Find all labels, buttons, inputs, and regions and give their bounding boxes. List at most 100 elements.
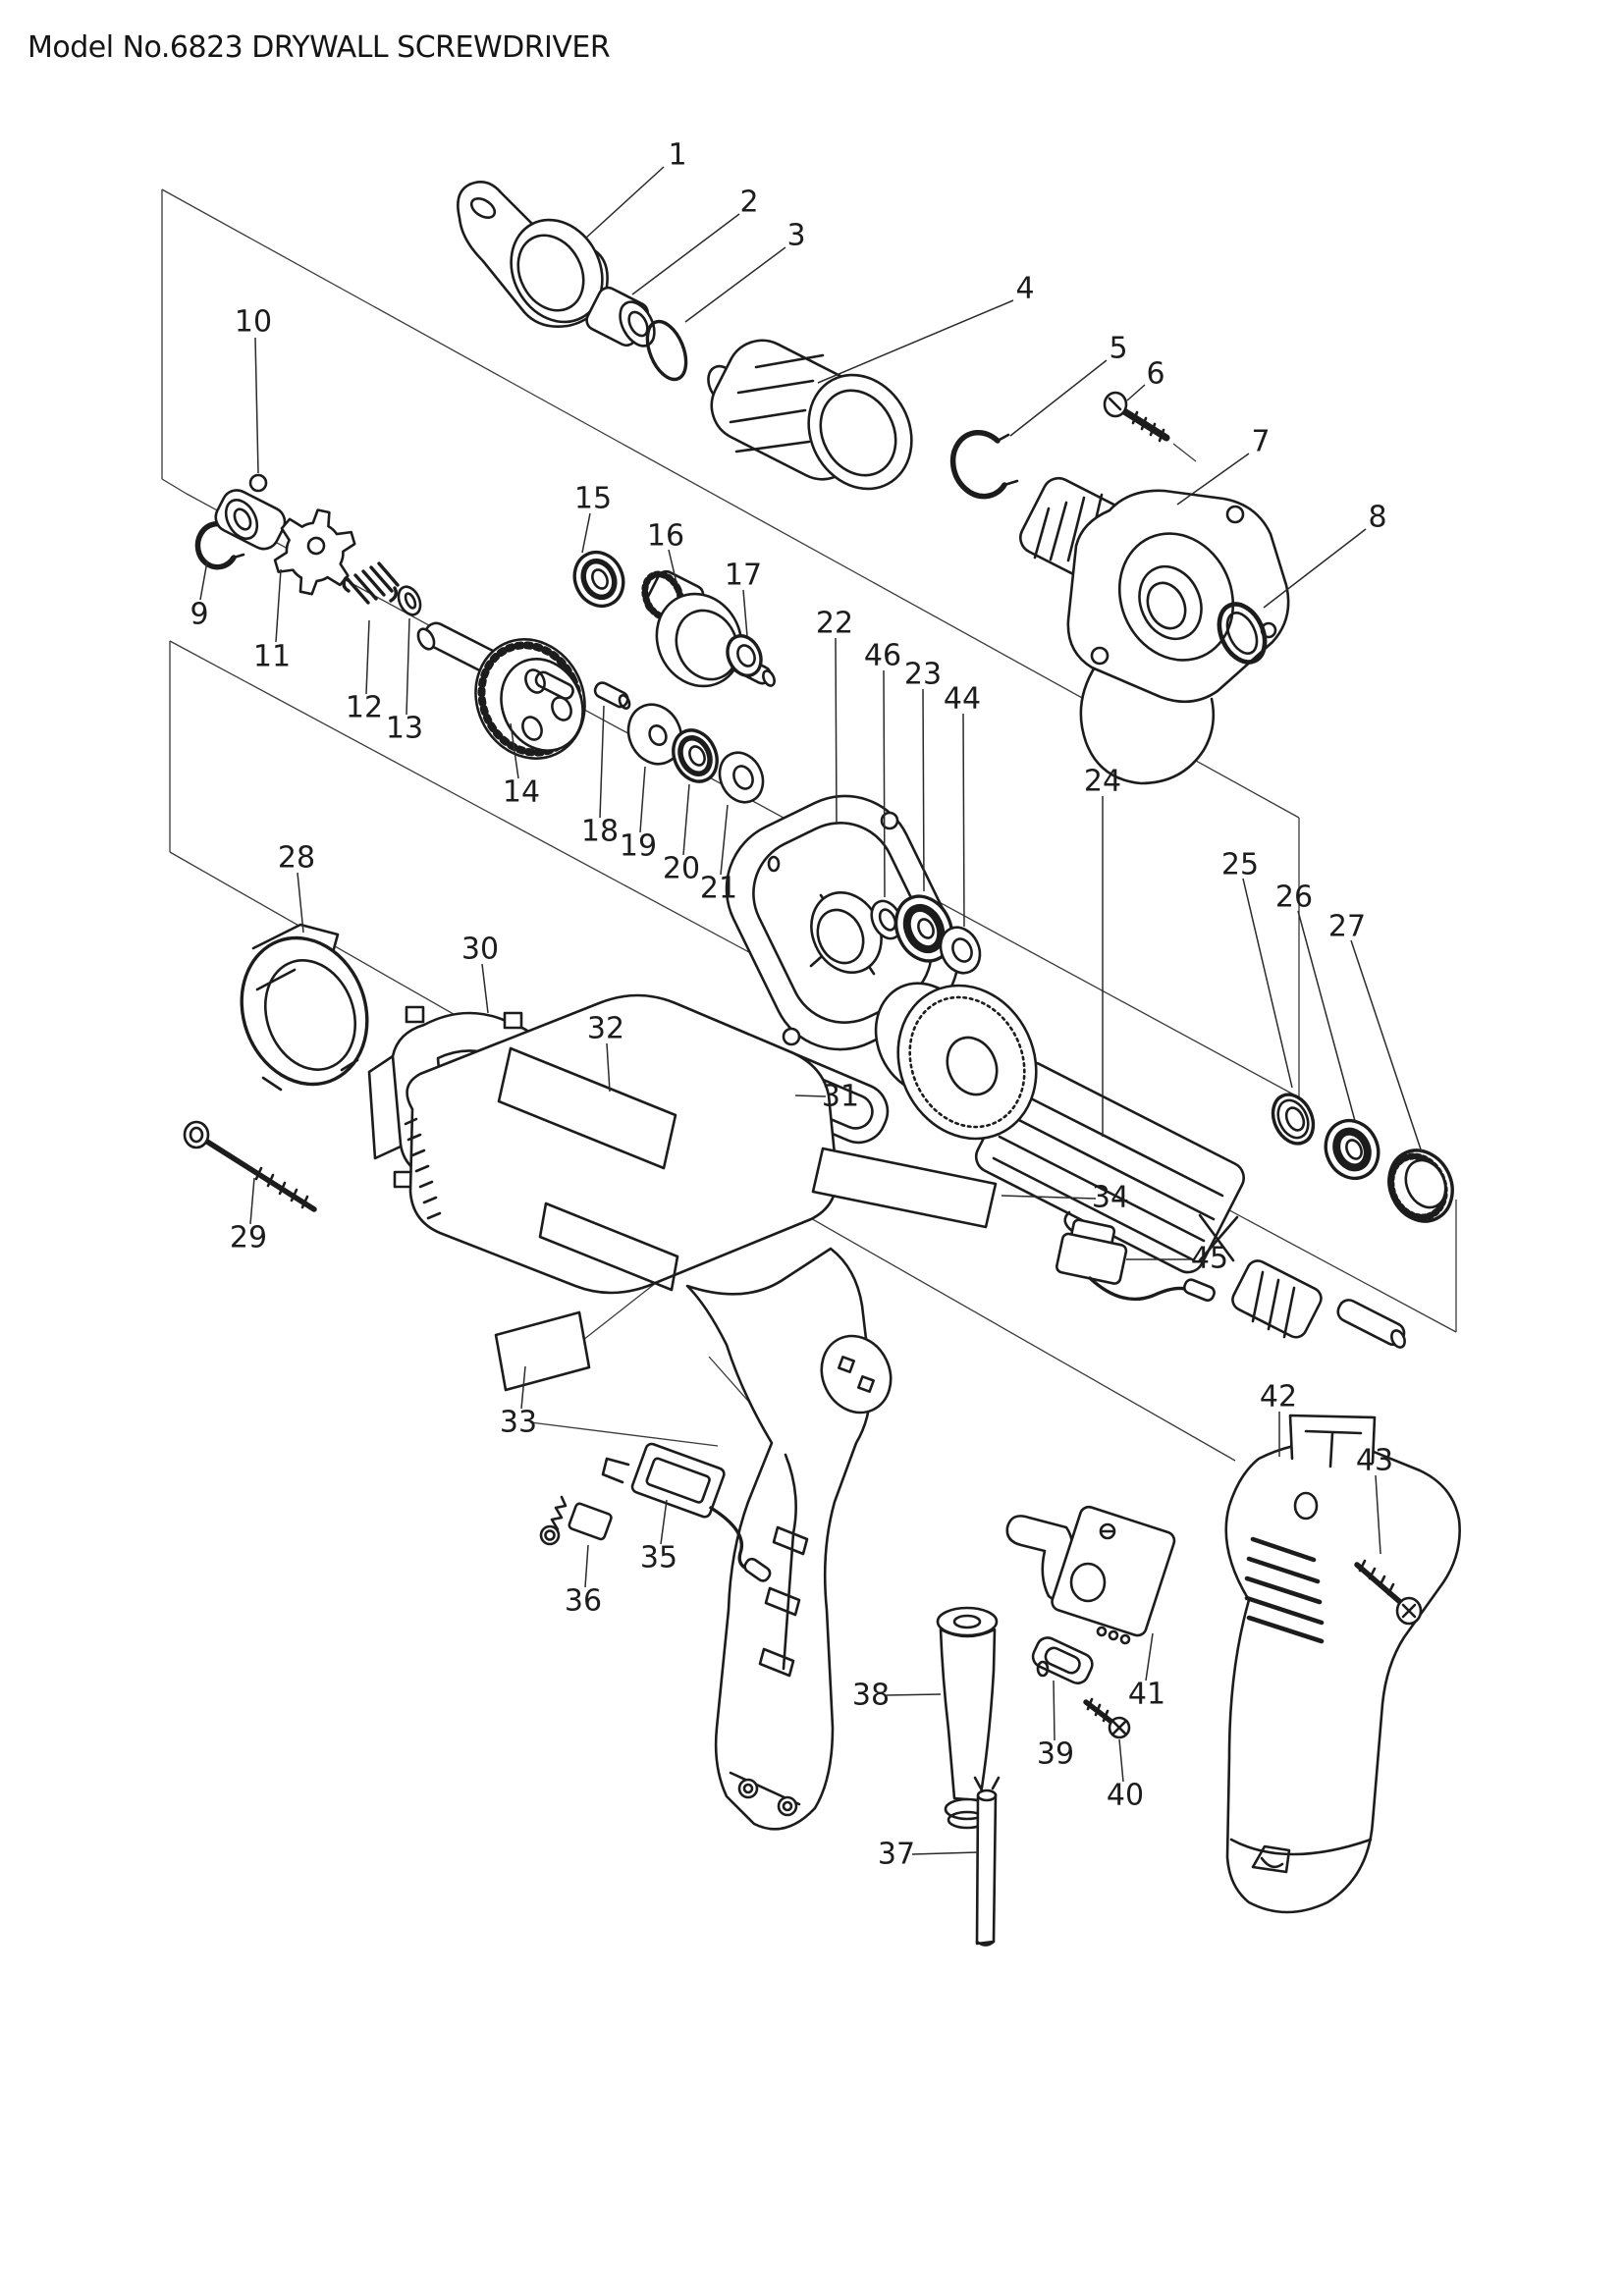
part-24-armature bbox=[874, 982, 1406, 1349]
callout-8: 8 bbox=[1263, 501, 1387, 609]
part-33-name-plate bbox=[494, 1310, 591, 1392]
part-number-30: 30 bbox=[461, 933, 499, 967]
leader-line-19 bbox=[639, 766, 646, 833]
callout-25: 25 bbox=[1221, 848, 1293, 1089]
callout-14: 14 bbox=[503, 722, 540, 810]
callout-43: 43 bbox=[1356, 1444, 1393, 1555]
callout-23: 23 bbox=[904, 658, 942, 892]
callout-31: 31 bbox=[794, 1080, 859, 1114]
part-number-40: 40 bbox=[1107, 1779, 1144, 1813]
callout-15: 15 bbox=[574, 482, 612, 554]
leader-line-29 bbox=[249, 1177, 255, 1225]
leader-line-34 bbox=[1001, 1195, 1097, 1200]
part-number-1: 1 bbox=[668, 138, 686, 173]
part-5-c-clip bbox=[949, 429, 1019, 500]
leader-line-4 bbox=[817, 299, 1014, 384]
leader-line-26 bbox=[1297, 910, 1356, 1122]
callout-42: 42 bbox=[1260, 1380, 1297, 1457]
part-22-bearing-box bbox=[725, 794, 960, 1051]
leader-line-16 bbox=[668, 549, 677, 584]
callout-39: 39 bbox=[1037, 1680, 1074, 1772]
leader-line-17 bbox=[742, 589, 748, 637]
leader-line-30 bbox=[481, 963, 489, 1014]
part-number-9: 9 bbox=[189, 598, 208, 632]
part-25-washer bbox=[1271, 1093, 1316, 1146]
callout-41: 41 bbox=[1128, 1632, 1165, 1712]
part-36-carbon-brush bbox=[539, 1495, 613, 1546]
part-number-7: 7 bbox=[1251, 425, 1270, 459]
part-number-46: 46 bbox=[864, 639, 901, 673]
construction-line-4 bbox=[161, 478, 188, 495]
part-44-washer bbox=[939, 926, 982, 975]
part-43-screw bbox=[1354, 1559, 1423, 1626]
part-number-2: 2 bbox=[739, 186, 758, 220]
leader-line-37 bbox=[911, 1851, 979, 1855]
callout-29: 29 bbox=[230, 1177, 267, 1255]
part-23-ball-bearing bbox=[893, 894, 954, 963]
part-number-42: 42 bbox=[1260, 1380, 1297, 1415]
part-number-28: 28 bbox=[278, 841, 315, 876]
callout-44: 44 bbox=[944, 682, 981, 928]
leader-line-39 bbox=[1053, 1680, 1056, 1741]
part-42-handle-cover bbox=[1224, 1414, 1461, 1914]
part-37-cord bbox=[973, 1776, 1001, 1947]
part-14-spindle-gear bbox=[416, 621, 586, 760]
leader-line-28 bbox=[297, 872, 304, 934]
leader-line-40 bbox=[1118, 1738, 1124, 1783]
callout-26: 26 bbox=[1275, 881, 1356, 1122]
part-1-nose-locator bbox=[457, 181, 609, 328]
callout-17: 17 bbox=[725, 559, 762, 637]
callout-9: 9 bbox=[189, 561, 209, 632]
callout-40: 40 bbox=[1107, 1738, 1144, 1813]
callout-32: 32 bbox=[587, 1012, 624, 1093]
callout-4: 4 bbox=[817, 272, 1035, 384]
part-2-bushing bbox=[585, 286, 656, 347]
callout-16: 16 bbox=[647, 519, 684, 584]
callout-35: 35 bbox=[640, 1499, 677, 1575]
part-16-gear bbox=[641, 569, 776, 688]
leader-line-41 bbox=[1145, 1632, 1154, 1682]
callout-18: 18 bbox=[581, 705, 619, 849]
leader-line-23 bbox=[922, 688, 925, 892]
part-19-flat-washer bbox=[626, 703, 683, 766]
part-8-ring bbox=[1217, 602, 1268, 665]
callout-19: 19 bbox=[620, 766, 657, 864]
leader-line-11 bbox=[275, 568, 282, 643]
leader-line-22 bbox=[835, 637, 838, 826]
leader-line-15 bbox=[581, 512, 591, 554]
part-number-11: 11 bbox=[253, 640, 291, 674]
part-number-39: 39 bbox=[1037, 1737, 1074, 1772]
part-40-screw bbox=[1083, 1697, 1131, 1739]
part-number-16: 16 bbox=[647, 519, 684, 554]
part-number-35: 35 bbox=[640, 1541, 677, 1575]
part-28-baffle-ring bbox=[240, 923, 369, 1092]
part-number-36: 36 bbox=[565, 1584, 602, 1619]
leader-line-43 bbox=[1375, 1474, 1381, 1555]
part-number-29: 29 bbox=[230, 1221, 267, 1255]
part-4-clutch-housing bbox=[707, 339, 913, 491]
parts-layer bbox=[183, 181, 1461, 1947]
leader-line-14 bbox=[510, 722, 519, 779]
callout-37: 37 bbox=[878, 1838, 979, 1872]
part-number-5: 5 bbox=[1109, 332, 1127, 366]
callout-6: 6 bbox=[1126, 357, 1165, 401]
callout-5: 5 bbox=[1009, 332, 1128, 437]
callout-21: 21 bbox=[700, 804, 737, 906]
leader-line-27 bbox=[1350, 939, 1423, 1153]
part-6-screw bbox=[1103, 391, 1170, 443]
part-11-clutch-cam bbox=[214, 489, 356, 596]
callout-1: 1 bbox=[584, 138, 687, 240]
leader-line-2 bbox=[631, 213, 740, 295]
leader-line-10 bbox=[254, 337, 259, 474]
leader-line-25 bbox=[1242, 878, 1293, 1089]
part-number-25: 25 bbox=[1221, 848, 1259, 882]
callout-12: 12 bbox=[346, 619, 383, 725]
callout-36: 36 bbox=[565, 1544, 602, 1619]
part-26-ball-bearing bbox=[1324, 1118, 1380, 1181]
callout-38: 38 bbox=[852, 1679, 942, 1713]
callout-24: 24 bbox=[1084, 765, 1121, 1137]
part-39-cord-clip bbox=[1031, 1636, 1094, 1684]
part-20-ring bbox=[672, 728, 719, 783]
part-12-spring bbox=[342, 561, 400, 605]
